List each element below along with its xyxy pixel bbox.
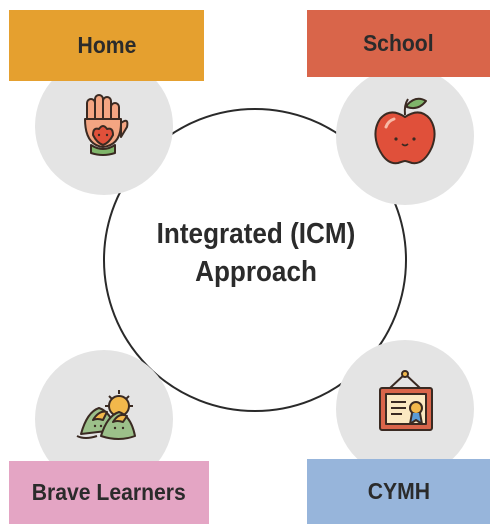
label-home-text: Home [77,32,136,58]
label-brave-learners-text: Brave Learners [31,479,187,505]
apple-icon [374,97,436,165]
center-title: Integrated (ICM) Approach [134,215,379,291]
center-title-line1: Integrated (ICM) [156,218,356,250]
label-school: School [307,10,490,77]
mountains-sun-icon [76,390,136,440]
label-school-text: School [363,30,434,56]
label-cymh: CYMH [307,459,490,524]
label-cymh-text: CYMH [367,478,430,504]
school-node [336,67,474,205]
label-home: Home [9,10,204,81]
center-title-line2: Approach [195,256,317,288]
certificate-icon [379,370,433,431]
hand-heart-icon [84,94,129,156]
label-brave-learners: Brave Learners [9,461,209,524]
cymh-node [336,340,474,478]
